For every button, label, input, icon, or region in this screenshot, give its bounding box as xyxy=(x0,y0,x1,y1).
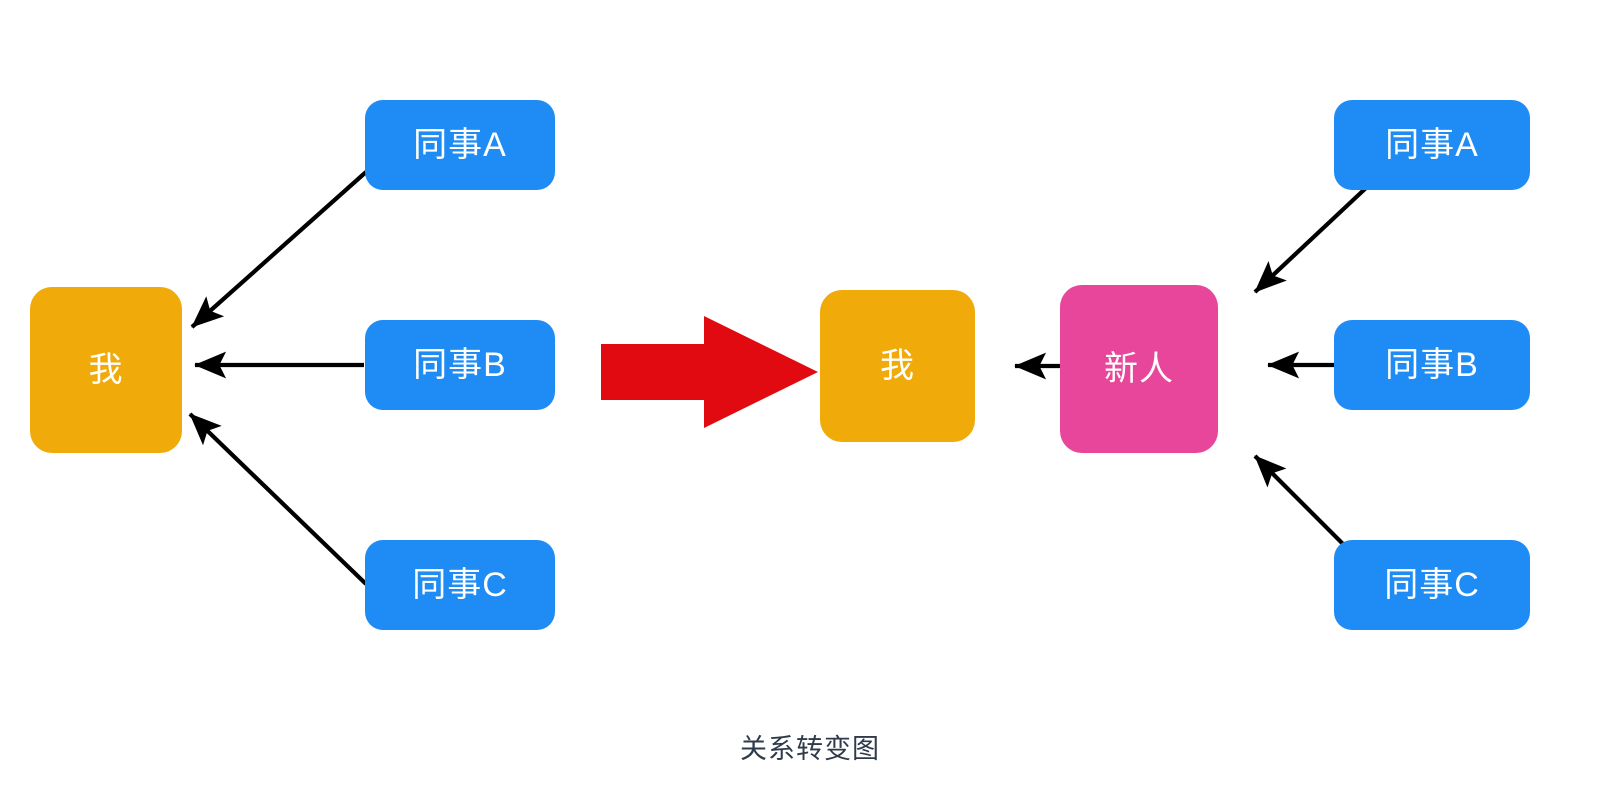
node-label: 同事C xyxy=(1384,566,1480,604)
node-label: 同事A xyxy=(413,126,507,164)
node-me-right[interactable]: 我 xyxy=(820,290,975,442)
node-peer-c-right[interactable]: 同事C xyxy=(1334,540,1530,630)
node-peer-a-right[interactable]: 同事A xyxy=(1334,100,1530,190)
edge-peer-a-to-newcomer xyxy=(1253,170,1385,294)
node-newcomer[interactable]: 新人 xyxy=(1060,285,1218,453)
node-me-left[interactable]: 我 xyxy=(30,287,182,453)
node-label: 新人 xyxy=(1104,350,1174,388)
node-peer-b-left[interactable]: 同事B xyxy=(365,320,555,410)
node-label: 同事C xyxy=(412,566,508,604)
node-label: 同事A xyxy=(1385,126,1479,164)
node-label: 我 xyxy=(88,351,124,389)
node-peer-b-right[interactable]: 同事B xyxy=(1334,320,1530,410)
node-label: 我 xyxy=(880,347,915,385)
transition-arrow xyxy=(601,316,818,428)
node-label: 同事B xyxy=(1385,346,1479,384)
node-label: 同事B xyxy=(413,346,507,384)
node-peer-c-left[interactable]: 同事C xyxy=(365,540,555,630)
node-peer-a-left[interactable]: 同事A xyxy=(365,100,555,190)
diagram-caption: 关系转变图 xyxy=(740,734,880,764)
edge-peer-c-to-me-left xyxy=(188,412,368,586)
edge-peer-a-to-me-left xyxy=(190,170,368,329)
